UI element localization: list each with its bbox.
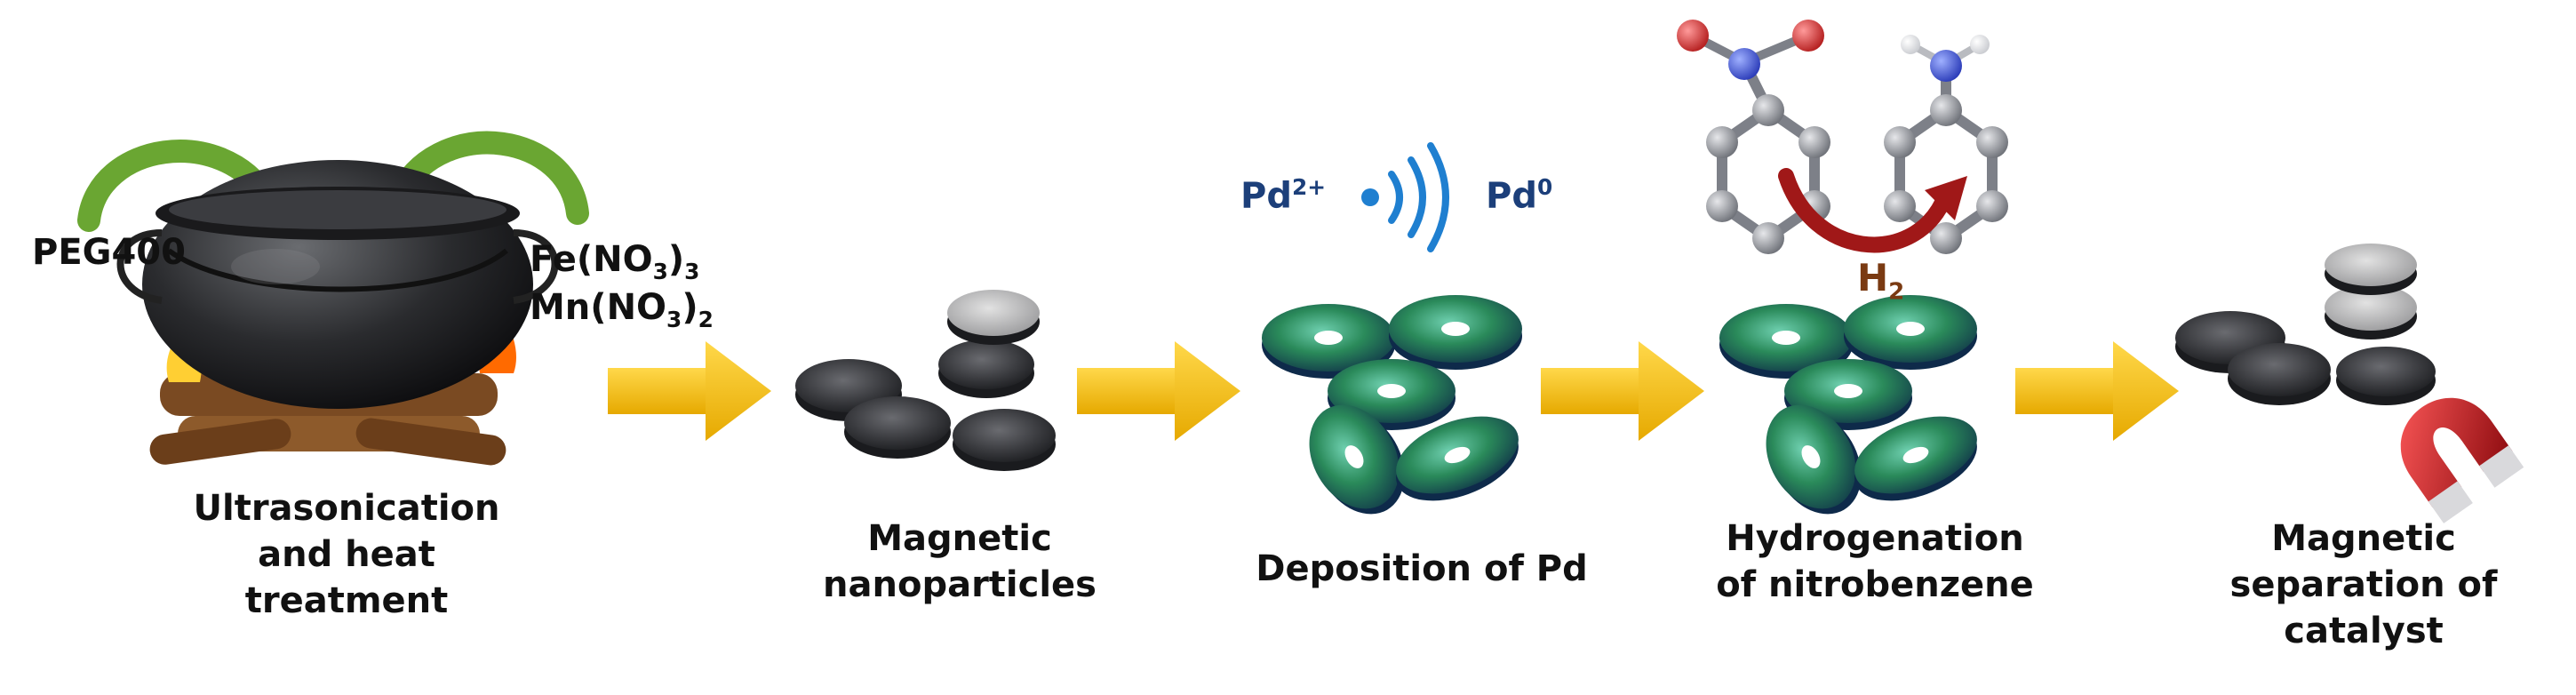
- green-curve-arrow-right: [390, 131, 589, 225]
- process-arrow-1: [608, 341, 771, 441]
- step-2-line-2: nanoparticles: [823, 564, 1097, 605]
- step-4-line-2: of nitrobenzene: [1716, 564, 2034, 605]
- step-5-line-3: catalyst: [2284, 611, 2444, 651]
- mn-sub2: 2: [698, 307, 714, 332]
- pd-coated-disc-icon: [1262, 304, 1395, 379]
- process-arrow-3: [1541, 341, 1704, 441]
- mn-sub1: 3: [666, 307, 682, 332]
- magnetic-disc-icon: [2336, 347, 2436, 405]
- hydrogen-sub: 2: [1888, 278, 1905, 306]
- fe-sub2: 3: [684, 259, 700, 284]
- cooking-pot-icon: [116, 160, 559, 409]
- hydrogen-label: H2: [1857, 256, 1904, 305]
- magnetic-disc-icon: [2228, 343, 2331, 405]
- pd-coated-disc-icon: [1389, 295, 1522, 370]
- pd-metal-base: Pd: [1486, 175, 1537, 217]
- magnetic-disc-icon: [953, 409, 1056, 471]
- reagent-manganese-nitrate: Mn(NO3)2: [530, 286, 714, 341]
- pd-coated-rings: [1262, 295, 1522, 515]
- magnetic-disc-icon: [938, 340, 1034, 398]
- process-arrow-2: [1077, 341, 1240, 441]
- step-label-magnetic-nanoparticles: Magnetic nanoparticles: [782, 515, 1137, 608]
- separated-discs: [2175, 244, 2436, 405]
- pd-ion-base: Pd: [1240, 175, 1292, 217]
- magnetic-disc-icon: [2325, 284, 2417, 340]
- step-1-line-1: Ultrasonication: [193, 488, 500, 529]
- step-5-line-2: separation of: [2229, 564, 2498, 605]
- mn-mid: ): [682, 287, 698, 328]
- pd-coated-disc-icon: [1396, 416, 1519, 501]
- magnet-icon: [2400, 397, 2524, 523]
- step-label-deposition: Deposition of Pd: [1226, 546, 1617, 592]
- pot-setup: [77, 131, 589, 466]
- pd-coated-disc-icon: [1844, 295, 1977, 370]
- reagent-peg400: PEG400: [32, 232, 186, 273]
- aniline-molecule-icon: [1884, 35, 2008, 254]
- green-curve-arrow-left: [77, 140, 278, 232]
- step-5-line-1: Magnetic: [2271, 518, 2456, 559]
- step-3-line-1: Deposition of Pd: [1256, 548, 1588, 589]
- reaction-arrow: [1778, 168, 1967, 253]
- step-1-line-3: treatment: [244, 580, 449, 621]
- step-1-line-2: and heat: [258, 534, 435, 575]
- pd-ion-charge: 2+: [1291, 174, 1326, 200]
- signal-wave-icon: [1361, 142, 1449, 252]
- pd-coated-disc-icon: [1766, 404, 1862, 515]
- mn-base: Mn(NO: [530, 287, 667, 328]
- magnetic-disc-icon: [844, 396, 951, 459]
- fe-base: Fe(NO: [530, 239, 653, 280]
- pd-metal-charge: 0: [1536, 174, 1553, 200]
- pd-coated-disc-icon: [1854, 416, 1977, 501]
- hydrogen-base: H: [1857, 256, 1889, 300]
- step-label-hydrogenation: Hydrogenation of nitrobenzene: [1671, 515, 2079, 608]
- pd-ion-label: Pd2+: [1240, 174, 1326, 216]
- catalyst-rings: [1719, 295, 1977, 515]
- pd-metal-label: Pd0: [1486, 174, 1552, 216]
- magnetic-discs: [795, 290, 1056, 471]
- process-arrow-4: [2015, 341, 2179, 441]
- fe-mid: ): [667, 239, 685, 280]
- step-4-line-1: Hydrogenation: [1726, 518, 2024, 559]
- step-2-line-1: Magnetic: [867, 518, 1052, 559]
- reagent-iron-nitrate: Fe(NO3)3: [530, 238, 699, 293]
- pd-coated-disc-icon: [1719, 304, 1853, 379]
- pd-coated-disc-icon: [1309, 404, 1405, 515]
- step-label-magnetic-separation: Magnetic separation of catalyst: [2186, 515, 2541, 654]
- step-label-ultrasonication: Ultrasonication and heat treatment: [151, 485, 542, 624]
- magnetic-disc-icon: [2325, 244, 2417, 295]
- fe-sub1: 3: [652, 259, 668, 284]
- magnetic-disc-icon: [947, 290, 1040, 345]
